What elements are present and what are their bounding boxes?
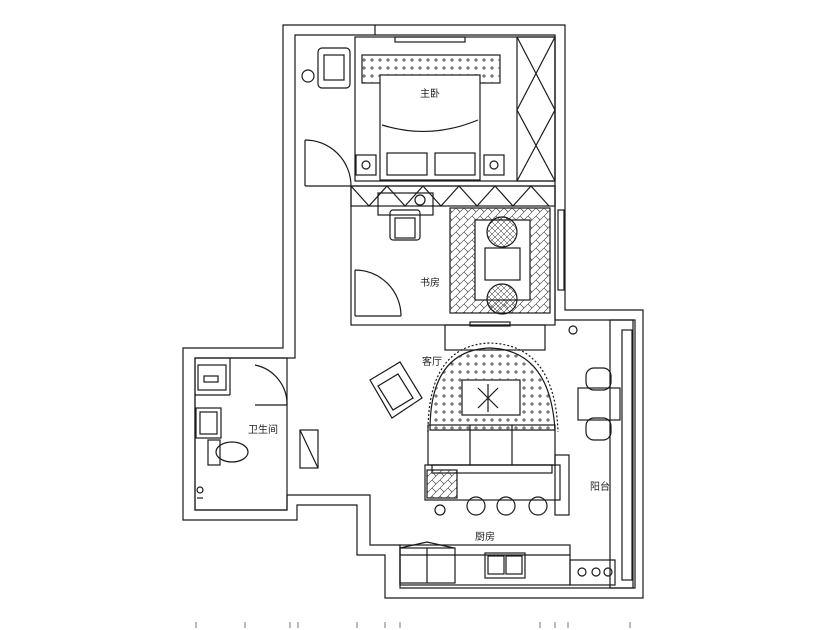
kitchen-sink [484, 552, 526, 579]
kitchen-label: 厨房 [475, 532, 495, 543]
dining-table [577, 387, 621, 421]
study-desk [377, 192, 434, 216]
study-door [354, 269, 402, 317]
bar-stools [434, 496, 548, 516]
living-room-label: 客厅 [422, 357, 442, 368]
nightstand-left [355, 154, 377, 176]
lounge-chair [369, 361, 423, 419]
dining-chairs [585, 367, 612, 441]
bathroom-door [254, 364, 288, 406]
bedroom-door [304, 139, 352, 187]
sofa [427, 424, 556, 474]
dimension-ticks [195, 622, 631, 628]
bar-counter [424, 464, 561, 501]
study-tea-table [484, 247, 521, 281]
balcony-partition [554, 454, 570, 516]
nightstand-right [483, 154, 505, 176]
plant [568, 325, 578, 335]
coffee-table [461, 379, 521, 416]
bedroom-armchair [301, 47, 351, 89]
bathroom-room [194, 357, 288, 511]
toilet [207, 439, 249, 466]
kitchen-cabinets [399, 541, 456, 584]
balcony-label: 阳台 [590, 482, 610, 493]
bathroom-label: 卫生间 [248, 425, 278, 436]
corridor-closet [299, 429, 319, 469]
study-label: 书房 [420, 278, 440, 289]
tv-cabinet [444, 321, 546, 351]
shower [196, 486, 204, 499]
bath-cabinet [195, 407, 222, 439]
master-bedroom-label: 主卧 [420, 89, 440, 100]
bath-washbasin [197, 364, 227, 391]
windows [394, 36, 636, 589]
master-bedroom-room [354, 36, 556, 182]
study-round-chairs [486, 216, 518, 315]
master-bed [379, 74, 481, 181]
cooktop [569, 559, 616, 586]
study-chair [389, 209, 421, 241]
